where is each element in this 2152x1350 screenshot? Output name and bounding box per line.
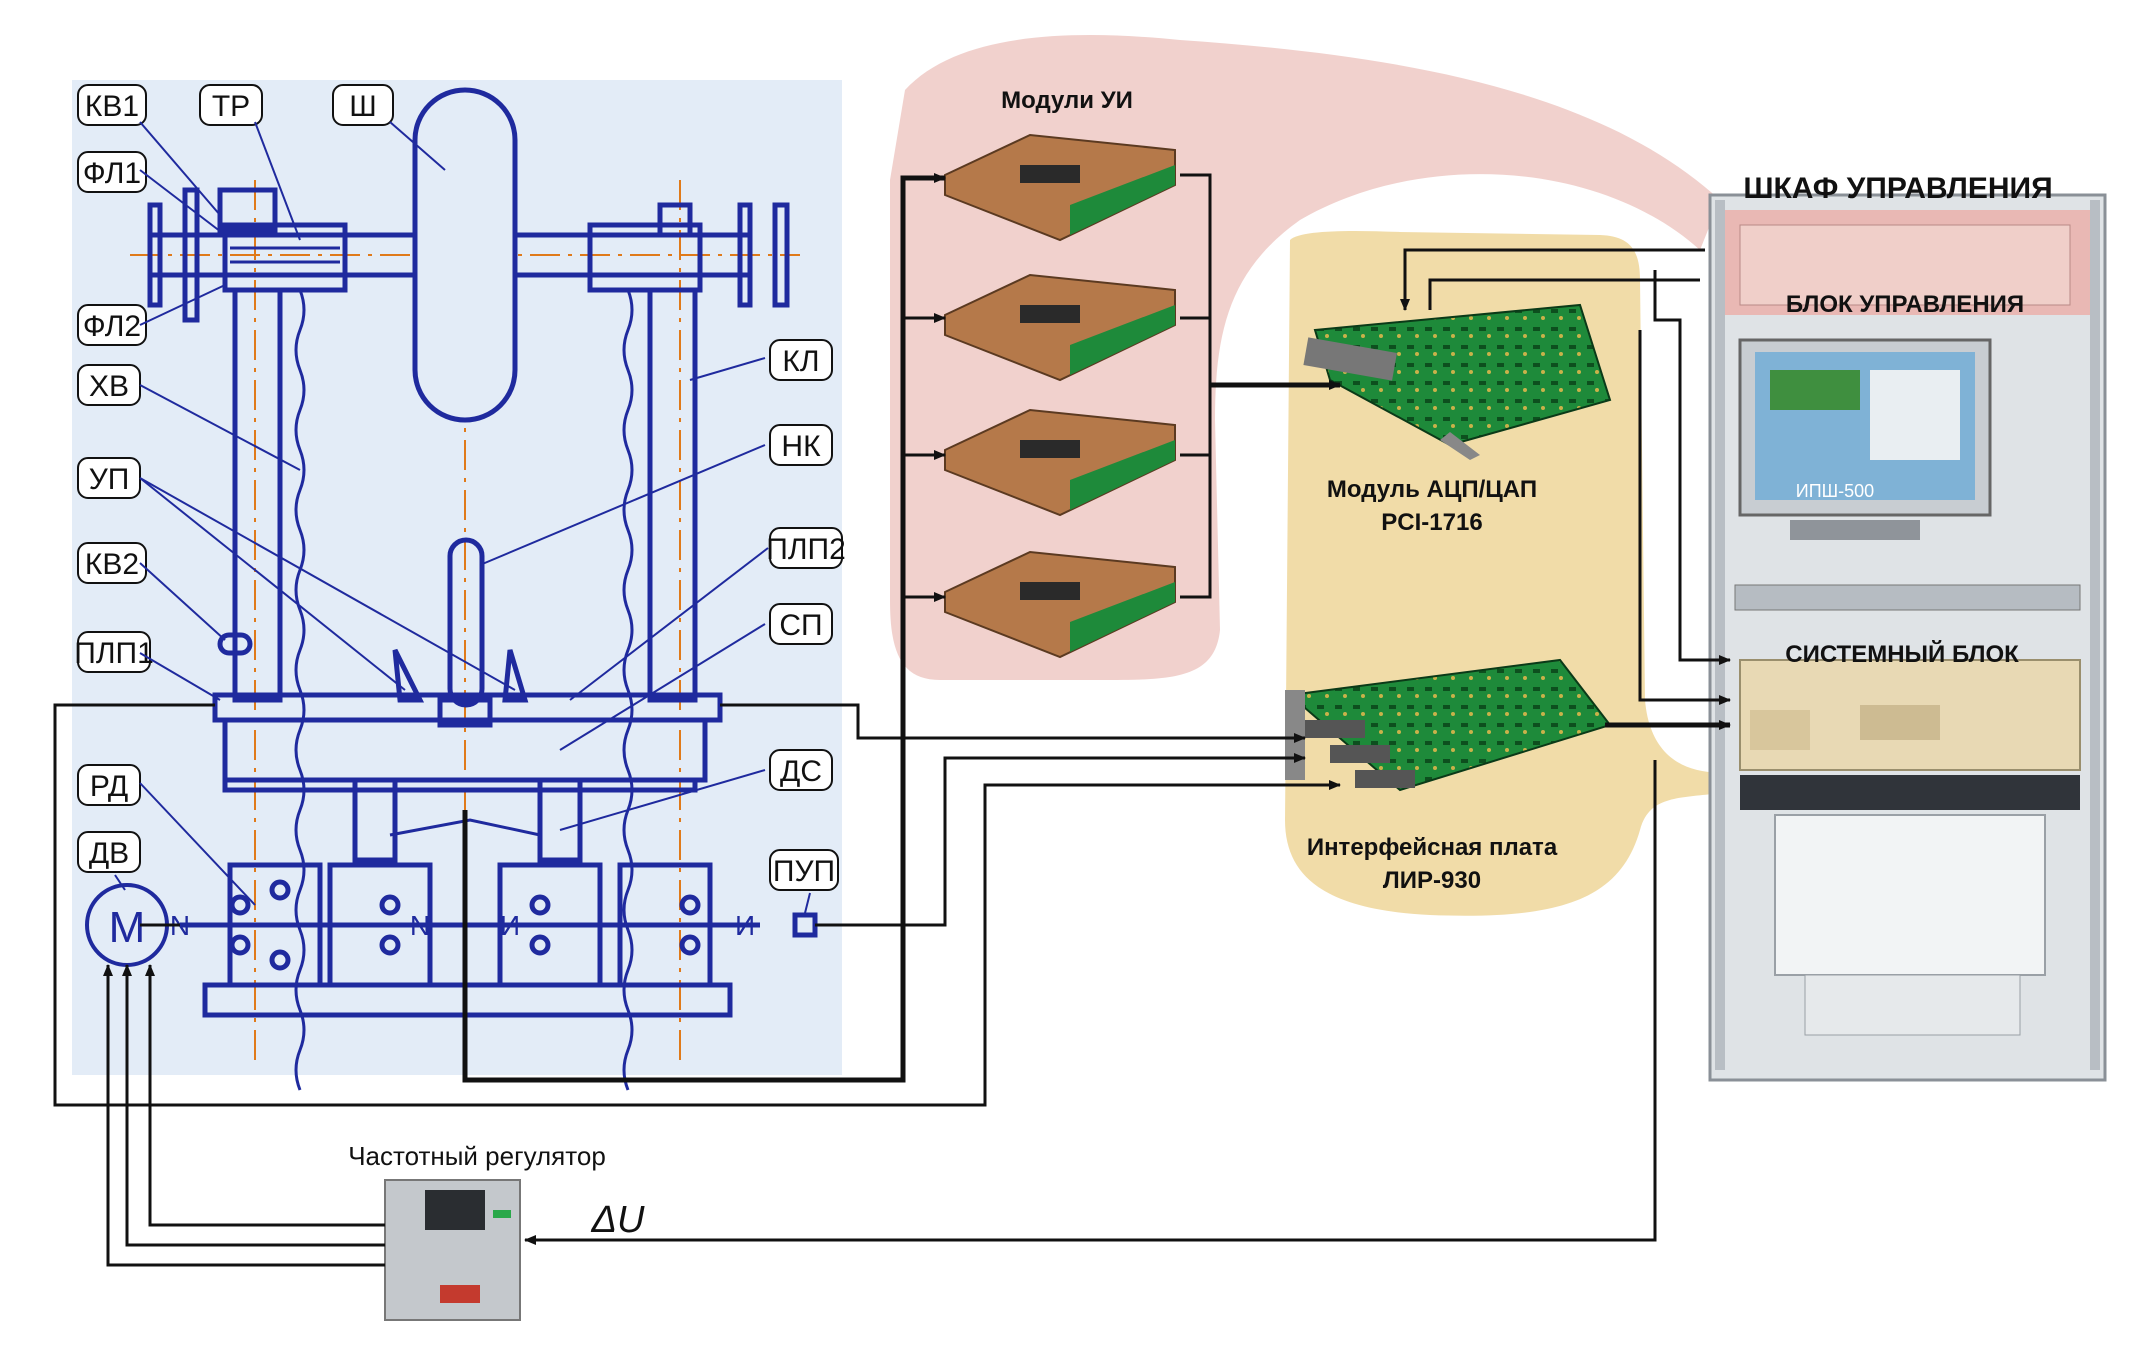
leader-lines xyxy=(114,121,811,914)
label-2: ТР xyxy=(212,90,250,123)
ui-module-card-4 xyxy=(944,550,1176,659)
label-8: УП xyxy=(89,463,130,496)
system-block-label: СИСТЕМНЫЙ БЛОК xyxy=(1785,640,2019,668)
label-box xyxy=(77,304,147,346)
interface-card xyxy=(1285,658,1612,792)
label-15: ДС xyxy=(780,755,822,788)
n-mid-mark: N xyxy=(410,910,430,941)
label-7: КЛ xyxy=(782,345,819,378)
label-5: ФЛ2 xyxy=(83,310,141,343)
ui-modules-stack xyxy=(944,133,1176,659)
label-box xyxy=(77,831,141,873)
n-right-mark: И xyxy=(500,910,520,941)
control-block-label: БЛОК УПРАВЛЕНИЯ xyxy=(1786,291,2024,318)
label-box xyxy=(769,849,839,891)
cabinet-title: ШКАФ УПРАВЛЕНИЯ xyxy=(1743,172,2052,205)
freq-regulator-device xyxy=(384,1179,521,1321)
label-9: НК xyxy=(781,430,821,463)
label-box xyxy=(199,84,263,126)
label-box xyxy=(77,84,147,126)
modules-ui-title: Модули УИ xyxy=(1001,87,1133,114)
label-14: РД xyxy=(90,770,128,803)
interface-title-line1: Интерфейсная плата xyxy=(1307,834,1558,861)
monitor-text: ИПШ-500 xyxy=(1796,481,1874,501)
control-cabinet xyxy=(1708,193,2107,1082)
label-6: ХВ xyxy=(89,370,129,403)
delta-u-label: ΔU xyxy=(591,1199,645,1241)
mechanism-drawing xyxy=(85,87,818,1091)
label-10: КВ2 xyxy=(85,548,139,581)
label-17: ПУП xyxy=(773,855,835,888)
label-box xyxy=(77,764,141,806)
label-box xyxy=(332,84,394,126)
interface-title-line2: ЛИР-930 xyxy=(1383,867,1481,894)
label-16: ДВ xyxy=(89,837,129,870)
n-right2-mark: И xyxy=(735,910,755,941)
label-box xyxy=(769,749,833,791)
label-box xyxy=(769,339,833,381)
label-13: СП xyxy=(779,609,822,642)
label-4: ФЛ1 xyxy=(83,157,141,190)
ui-module-card-1 xyxy=(944,133,1176,242)
label-box xyxy=(769,527,843,569)
label-11: ПЛП2 xyxy=(766,533,846,566)
label-box xyxy=(77,631,151,673)
label-box xyxy=(769,424,833,466)
ui-module-card-3 xyxy=(944,408,1176,517)
label-3: Ш xyxy=(349,90,377,123)
ui-module-card-2 xyxy=(944,273,1176,382)
adc-title-line1: Модуль АЦП/ЦАП xyxy=(1327,476,1537,503)
label-1: КВ1 xyxy=(85,90,139,123)
wiring xyxy=(53,173,1731,1267)
freq-regulator-title: Частотный регулятор xyxy=(348,1141,606,1171)
motor-symbol: M xyxy=(109,903,146,952)
label-box xyxy=(77,542,147,584)
adc-title-line2: PCI-1716 xyxy=(1381,509,1482,536)
label-box xyxy=(769,603,833,645)
adc-card xyxy=(1303,303,1612,460)
label-box xyxy=(77,151,147,193)
